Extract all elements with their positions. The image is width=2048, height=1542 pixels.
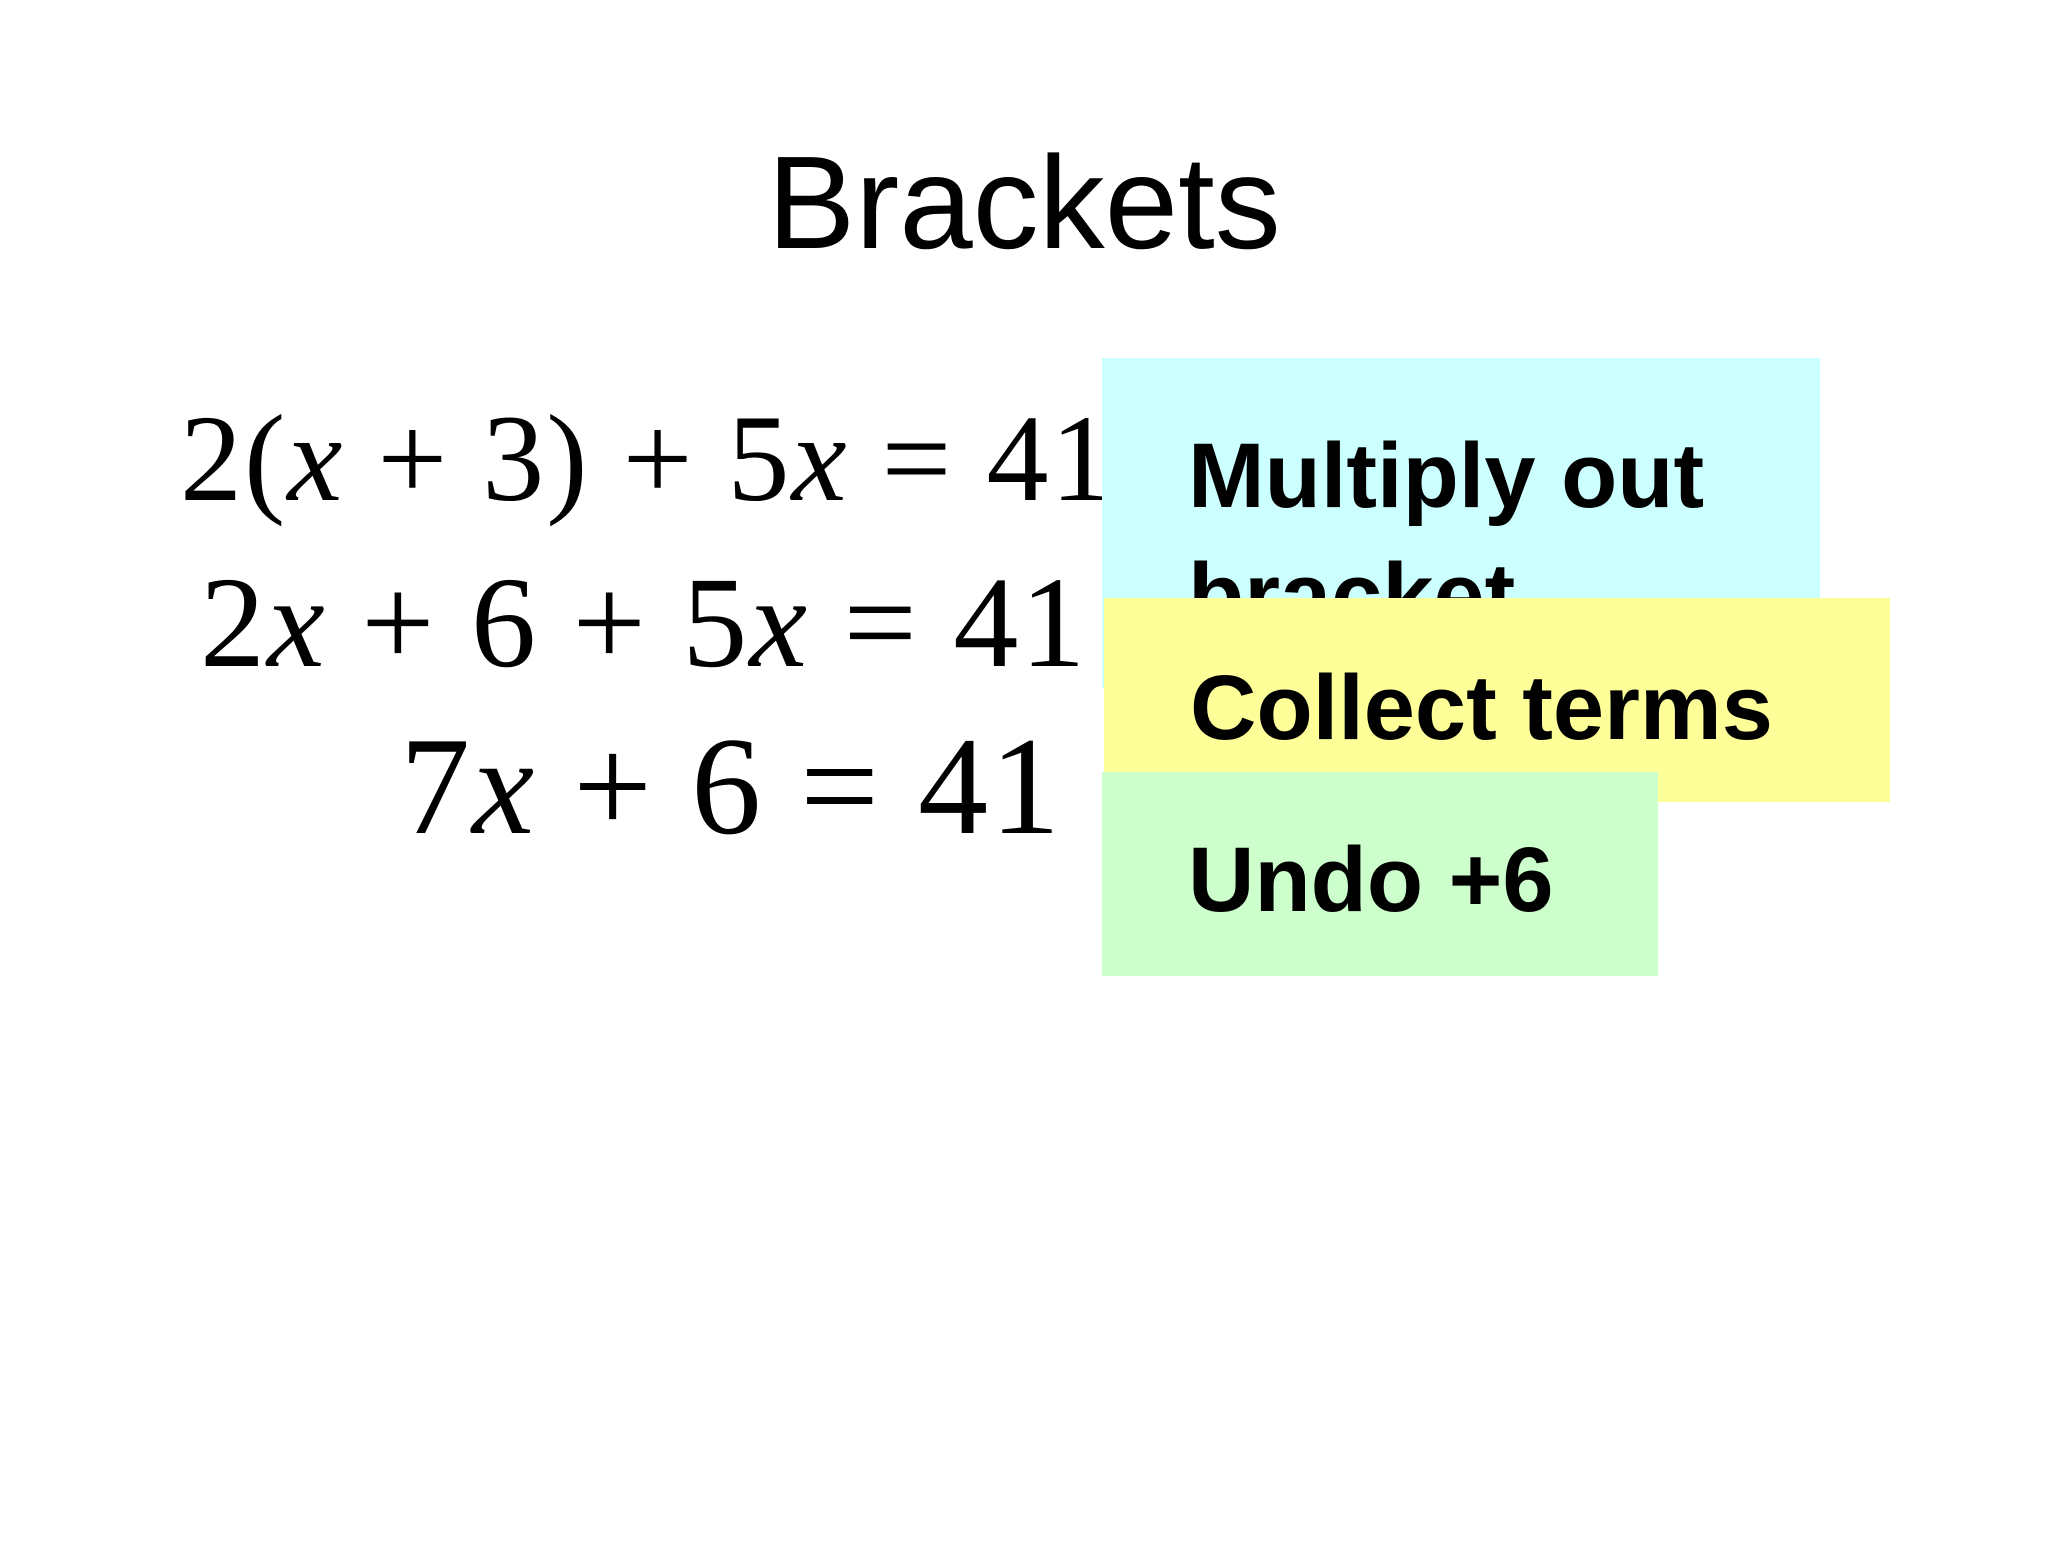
step-label: Undo +6	[1188, 829, 1554, 931]
equation-term: + 6 = 41	[536, 709, 1063, 864]
equation-term: 2(	[180, 390, 288, 527]
equation-variable: x	[749, 551, 810, 695]
equation-term: = 41	[809, 551, 1088, 695]
step-box-undo-plus-6: Undo +6	[1102, 772, 1658, 976]
equation-term: 7	[400, 709, 472, 864]
equation-line-2: 2x + 6 + 5x = 41	[200, 558, 1087, 688]
slide-title: Brackets	[767, 129, 1281, 276]
equation-variable: x	[472, 709, 537, 864]
equation-variable: x	[791, 390, 849, 527]
step-label: Collect terms	[1190, 657, 1773, 759]
equation-term: 2	[200, 551, 267, 695]
equation-term: + 6 + 5	[326, 551, 750, 695]
equation-line-3: 7x + 6 = 41	[400, 717, 1062, 857]
equation-variable: x	[287, 390, 345, 527]
equation-line-1: 2(x + 3) + 5x = 41	[180, 394, 1114, 524]
equation-variable: x	[267, 551, 327, 695]
equation-term: = 41	[848, 390, 1115, 527]
equation-term: + 3) + 5	[344, 390, 792, 527]
step-box-collect-terms: Collect terms	[1104, 598, 1890, 802]
